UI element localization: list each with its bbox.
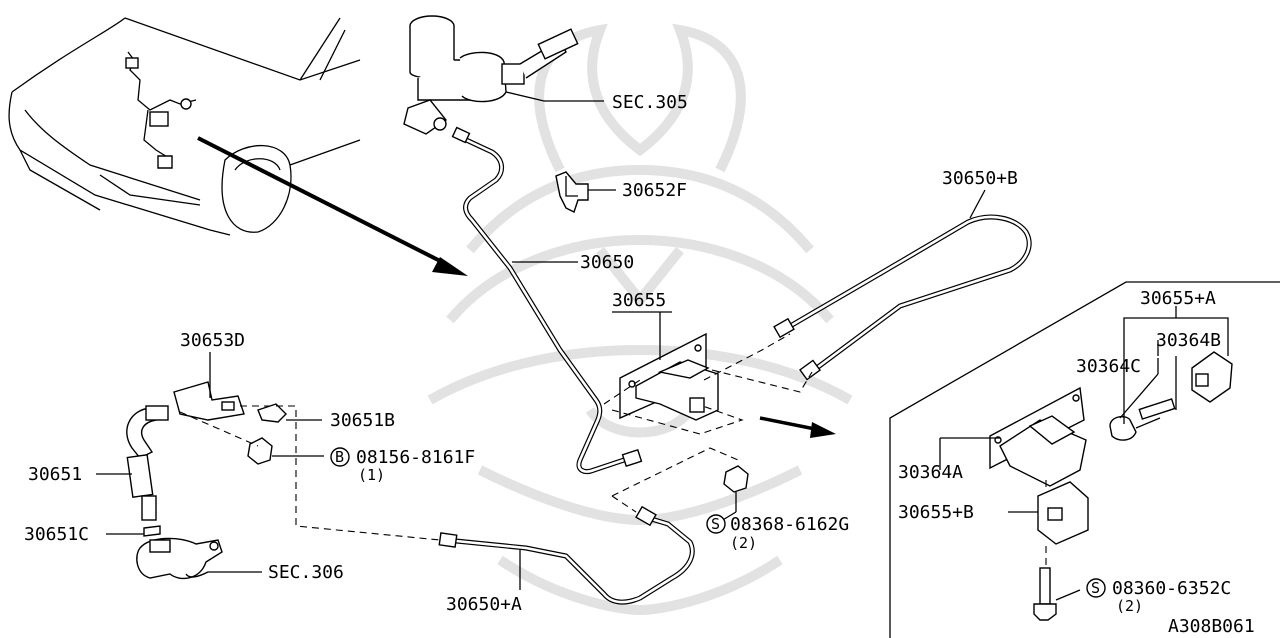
label-30364B: 30364B <box>1156 330 1221 351</box>
label-sec306: SEC.306 <box>268 562 344 583</box>
hose-assembly-30651 <box>96 352 441 580</box>
label-30364C: 30364C <box>1076 356 1141 377</box>
label-08360-qty: (2) <box>1116 597 1143 615</box>
label-30651B: 30651B <box>330 410 395 431</box>
label-30650: 30650 <box>580 252 634 273</box>
screw-symbol-icon <box>706 514 726 534</box>
detail-box <box>889 281 1280 638</box>
bolt-symbol-letter: B <box>335 448 344 466</box>
label-30651: 30651 <box>28 464 82 485</box>
bolt-08368-6162G <box>715 465 749 525</box>
label-30650A: 30650+A <box>446 594 522 615</box>
clutch-pipe-30650A <box>438 505 695 605</box>
label-30650B: 30650+B <box>942 168 1018 189</box>
screw-symbol-letter-2: S <box>1091 579 1100 597</box>
label-08360-6352C: 08360-6352C <box>1112 578 1231 599</box>
label-30655A: 30655+A <box>1140 288 1216 309</box>
car-outline <box>8 17 361 236</box>
part-labels: SEC.305 30652F 30650+B 30650 30655 30653… <box>24 92 1255 637</box>
diagram-code: A308B061 <box>1168 616 1255 637</box>
label-08368-6162G: 08368-6162G <box>730 514 849 535</box>
view-arrow <box>197 136 468 276</box>
direction-arrow <box>759 416 836 438</box>
label-08368-qty: (2) <box>730 534 757 552</box>
label-30364A: 30364A <box>898 462 963 483</box>
label-30655: 30655 <box>612 290 666 311</box>
label-30651C: 30651C <box>24 524 89 545</box>
clutch-master-cylinder <box>403 15 604 135</box>
label-30653D: 30653D <box>180 330 245 351</box>
clutch-pipe-30650 <box>451 126 643 475</box>
label-30655B: 30655+B <box>898 502 974 523</box>
bolt-symbol-icon <box>330 447 350 467</box>
bracket-30655 <box>603 311 813 513</box>
label-30652F: 30652F <box>622 180 687 201</box>
label-sec305: SEC.305 <box>612 92 688 113</box>
label-08156-8161F: 08156-8161F <box>356 447 475 468</box>
screw-symbol-icon-2 <box>1086 578 1106 598</box>
screw-symbol-letter: S <box>711 515 720 533</box>
clutch-pipe-30650B <box>773 189 1032 381</box>
label-08156-qty: (1) <box>358 466 385 484</box>
clip-30652F <box>555 171 616 213</box>
